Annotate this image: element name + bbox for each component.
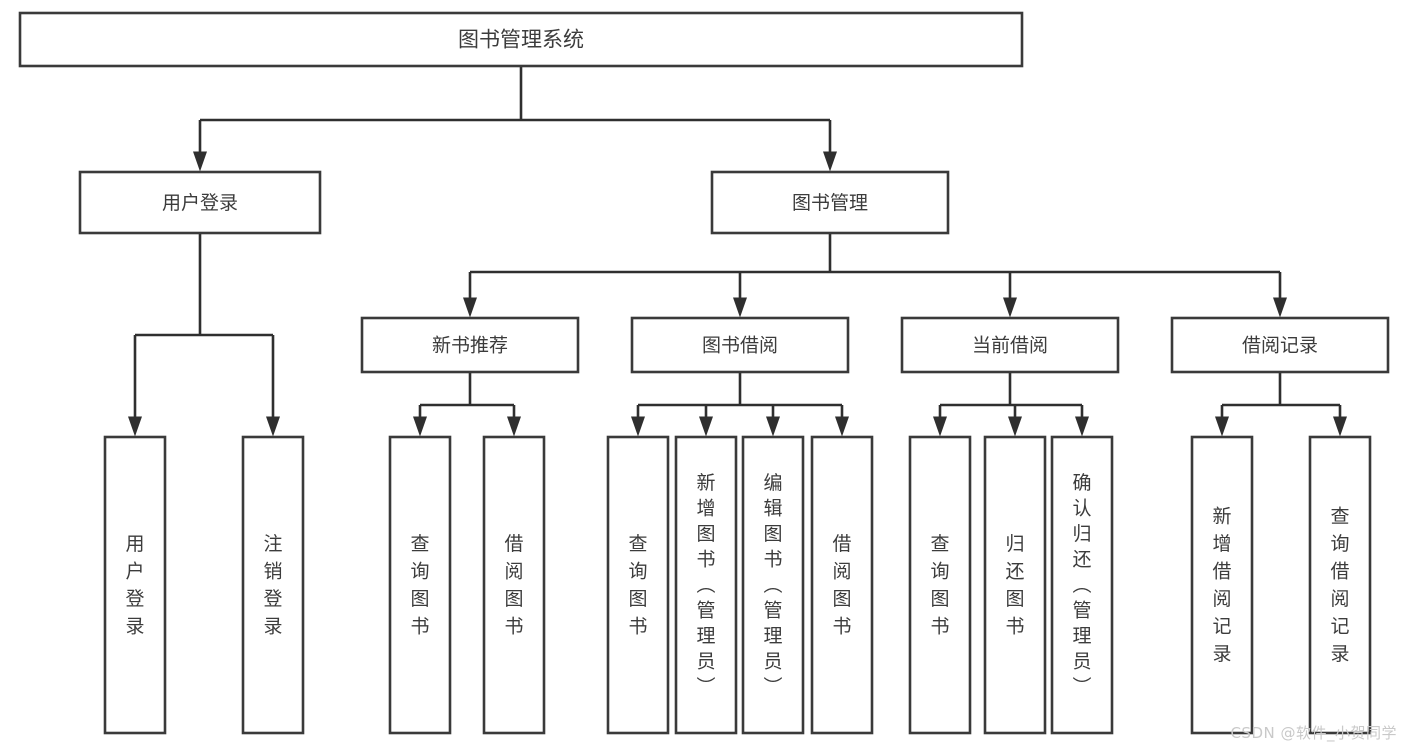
node-user-login[interactable]: 用户登录 — [78, 170, 322, 235]
leaf-query-book-3-label: 查询图书 — [930, 532, 949, 637]
connector-arrow-icon — [507, 416, 521, 437]
node-borrow-record-label: 借阅记录 — [1242, 335, 1318, 357]
leaf-query-book-2-label: 查询图书 — [628, 532, 647, 637]
leaf-add-book-admin-label: 新增图书︵管理员︶ — [696, 472, 715, 698]
leaf-query-book-1[interactable]: 查询图书 — [388, 435, 452, 735]
connectors-layer — [128, 66, 1347, 437]
leaf-borrow-book-1-label: 借阅图书 — [504, 532, 523, 637]
connector-arrow-icon — [193, 151, 207, 172]
connector-arrow-icon — [766, 416, 780, 437]
leaf-edit-book-admin[interactable]: 编辑图书︵管理员︶ — [741, 435, 805, 735]
leaf-query-borrow-record[interactable]: 查询借阅记录 — [1308, 435, 1372, 735]
connector-arrow-icon — [128, 416, 142, 437]
leaf-return-book-label: 归还图书 — [1005, 532, 1024, 637]
leaf-edit-book-admin-label: 编辑图书︵管理员︶ — [763, 472, 782, 698]
csdn-watermark: CSDN @软件_小贺同学 — [1230, 724, 1397, 742]
node-root-library-system-label: 图书管理系统 — [458, 28, 584, 52]
leaf-add-borrow-record-label: 新增借阅记录 — [1212, 505, 1231, 665]
node-current-borrow-label: 当前借阅 — [972, 335, 1048, 357]
connector-arrow-icon — [823, 151, 837, 172]
leaf-query-book-2[interactable]: 查询图书 — [606, 435, 670, 735]
connector-arrow-icon — [631, 416, 645, 437]
leaf-user-login[interactable]: 用户登录 — [103, 435, 167, 735]
leaf-borrow-book-2-label: 借阅图书 — [832, 532, 851, 637]
connector-arrow-icon — [933, 416, 947, 437]
leaf-logout[interactable]: 注销登录 — [241, 435, 305, 735]
connector-arrow-icon — [1008, 416, 1022, 437]
node-book-management[interactable]: 图书管理 — [710, 170, 950, 235]
leaf-borrow-book-2[interactable]: 借阅图书 — [810, 435, 874, 735]
node-borrow-record[interactable]: 借阅记录 — [1170, 316, 1390, 374]
connector-arrow-icon — [413, 416, 427, 437]
node-new-book-recommend[interactable]: 新书推荐 — [360, 316, 580, 374]
connector-arrow-icon — [835, 416, 849, 437]
connector-arrow-icon — [1333, 416, 1347, 437]
node-book-borrow-label: 图书借阅 — [702, 335, 778, 357]
leaf-query-book-1-label: 查询图书 — [410, 532, 429, 637]
node-user-login-label: 用户登录 — [162, 192, 238, 214]
connector-arrow-icon — [1075, 416, 1089, 437]
node-new-book-recommend-label: 新书推荐 — [432, 335, 508, 357]
leaf-query-book-3[interactable]: 查询图书 — [908, 435, 972, 735]
leaf-confirm-return-admin-label: 确认归还︵管理员︶ — [1072, 472, 1091, 698]
node-current-borrow[interactable]: 当前借阅 — [900, 316, 1120, 374]
connector-arrow-icon — [1273, 297, 1287, 318]
node-book-management-label: 图书管理 — [792, 192, 868, 214]
leaf-borrow-book-1[interactable]: 借阅图书 — [482, 435, 546, 735]
node-book-borrow[interactable]: 图书借阅 — [630, 316, 850, 374]
leaf-return-book[interactable]: 归还图书 — [983, 435, 1047, 735]
node-root-library-system[interactable]: 图书管理系统 — [18, 11, 1024, 68]
connector-arrow-icon — [1215, 416, 1229, 437]
leaf-logout-label: 注销登录 — [263, 532, 282, 637]
connector-arrow-icon — [733, 297, 747, 318]
leaf-add-borrow-record[interactable]: 新增借阅记录 — [1190, 435, 1254, 735]
connector-arrow-icon — [699, 416, 713, 437]
leaf-user-login-label: 用户登录 — [125, 532, 144, 637]
nodes-layer: 图书管理系统用户登录图书管理新书推荐图书借阅当前借阅借阅记录用户登录注销登录查询… — [18, 11, 1390, 735]
connector-arrow-icon — [266, 416, 280, 437]
connector-arrow-icon — [463, 297, 477, 318]
leaf-confirm-return-admin[interactable]: 确认归还︵管理员︶ — [1050, 435, 1114, 735]
leaf-query-borrow-record-label: 查询借阅记录 — [1330, 505, 1349, 665]
connector-arrow-icon — [1003, 297, 1017, 318]
leaf-add-book-admin[interactable]: 新增图书︵管理员︶ — [674, 435, 738, 735]
